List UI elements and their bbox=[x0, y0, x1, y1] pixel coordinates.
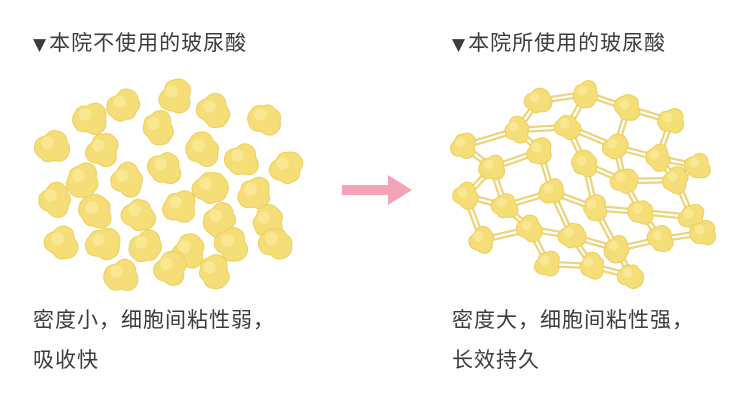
particle bbox=[78, 194, 112, 229]
particle bbox=[683, 152, 711, 179]
particle bbox=[656, 108, 684, 134]
particle bbox=[142, 110, 174, 146]
right-caption-line: 长效持久 bbox=[452, 348, 540, 372]
particle bbox=[85, 132, 119, 168]
right-caption: 密度大，细胞间粘性强， 长效持久 bbox=[452, 300, 694, 380]
particle bbox=[468, 226, 495, 254]
particle bbox=[43, 225, 79, 260]
particle bbox=[478, 154, 506, 180]
particle bbox=[526, 137, 552, 165]
right-heading-text: 本院所使用的玻尿酸 bbox=[468, 31, 667, 55]
particle bbox=[146, 152, 182, 184]
particle bbox=[553, 115, 582, 141]
particle bbox=[572, 79, 599, 109]
left-caption: 密度小，细胞间粘性弱， 吸收快 bbox=[33, 300, 275, 380]
particle bbox=[110, 161, 143, 198]
particle bbox=[538, 178, 565, 204]
loose-particles-cluster bbox=[34, 78, 304, 291]
particle bbox=[106, 88, 141, 122]
particle bbox=[613, 93, 641, 121]
particle bbox=[601, 133, 629, 160]
particle bbox=[616, 264, 645, 290]
right-heading: ▼本院所使用的玻尿酸 bbox=[452, 28, 666, 60]
particle bbox=[662, 166, 689, 195]
right-arrow-icon bbox=[342, 175, 412, 205]
left-heading: ▼本院不使用的玻尿酸 bbox=[33, 28, 247, 60]
particle bbox=[557, 222, 587, 249]
particle bbox=[195, 92, 231, 129]
particle bbox=[571, 149, 598, 178]
particle bbox=[449, 132, 476, 159]
particle bbox=[626, 200, 654, 225]
particle bbox=[452, 181, 479, 210]
particle bbox=[223, 143, 259, 176]
particle bbox=[153, 250, 187, 286]
particle bbox=[504, 115, 530, 144]
particle bbox=[34, 129, 71, 163]
particle bbox=[198, 254, 230, 290]
particle bbox=[185, 131, 219, 168]
particle bbox=[534, 250, 560, 277]
particle bbox=[103, 258, 139, 291]
particle bbox=[65, 162, 99, 198]
particle bbox=[120, 198, 157, 232]
particle bbox=[128, 229, 163, 263]
left-caption-line: 吸收快 bbox=[33, 348, 99, 372]
triangle-marker-icon: ▼ bbox=[452, 35, 467, 55]
particle bbox=[72, 102, 107, 136]
right-caption-line: 密度大，细胞间粘性强， bbox=[452, 308, 694, 332]
particle bbox=[247, 104, 282, 136]
particle bbox=[609, 168, 639, 194]
particle bbox=[162, 190, 196, 223]
particle bbox=[268, 151, 304, 185]
linked-particles-cluster bbox=[449, 79, 716, 290]
left-heading-text: 本院不使用的玻尿酸 bbox=[49, 31, 248, 55]
particle bbox=[603, 234, 630, 264]
particle bbox=[688, 219, 716, 246]
particle bbox=[490, 193, 519, 219]
left-caption-line: 密度小，细胞间粘性弱， bbox=[33, 308, 275, 332]
triangle-marker-icon: ▼ bbox=[33, 35, 48, 55]
particle bbox=[84, 227, 121, 261]
particle bbox=[38, 181, 71, 218]
particle bbox=[158, 78, 191, 114]
particle bbox=[645, 143, 671, 172]
particle bbox=[677, 204, 705, 230]
particle bbox=[646, 224, 674, 252]
particle bbox=[515, 214, 544, 243]
arrow-shape bbox=[342, 175, 412, 205]
particle bbox=[257, 228, 293, 260]
particle bbox=[213, 227, 249, 262]
particle bbox=[191, 171, 229, 205]
particle bbox=[523, 87, 553, 114]
particle bbox=[237, 176, 271, 210]
particle bbox=[583, 194, 608, 222]
particle bbox=[579, 251, 604, 280]
